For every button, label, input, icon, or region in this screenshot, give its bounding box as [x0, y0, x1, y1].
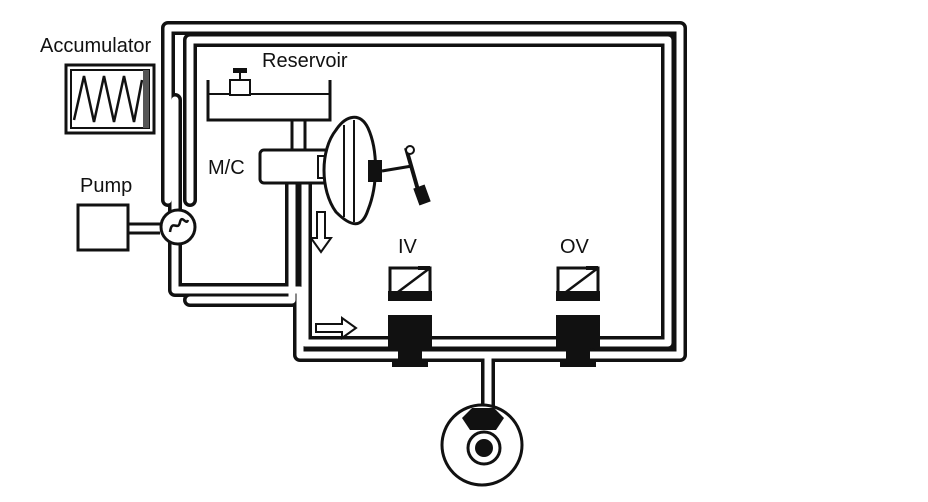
inlet-valve-body-icon [388, 315, 432, 367]
inlet-valve-solenoid-icon [388, 266, 432, 301]
inlet-valve-label: IV [398, 236, 418, 258]
master-cylinder-label: M/C [208, 157, 245, 179]
reservoir-label: Reservoir [262, 50, 348, 72]
brake-booster-icon [322, 115, 382, 226]
pump-motor-icon [159, 208, 197, 246]
outlet-valve-solenoid-icon [556, 266, 600, 301]
outlet-valve-body-icon [556, 315, 600, 367]
arrow-right-icon [315, 316, 358, 340]
outlet-valve-label: OV [560, 236, 590, 258]
pump-icon [76, 203, 160, 252]
pump-label: Pump [80, 175, 132, 197]
arrow-down-icon [309, 211, 333, 254]
hydraulic-lines [161, 21, 687, 417]
accumulator-label: Accumulator [40, 35, 151, 57]
brake-pedal-icon [381, 145, 431, 206]
accumulator-icon [64, 63, 156, 135]
reservoir-icon [206, 68, 332, 150]
wheel-brake-icon [440, 403, 524, 487]
